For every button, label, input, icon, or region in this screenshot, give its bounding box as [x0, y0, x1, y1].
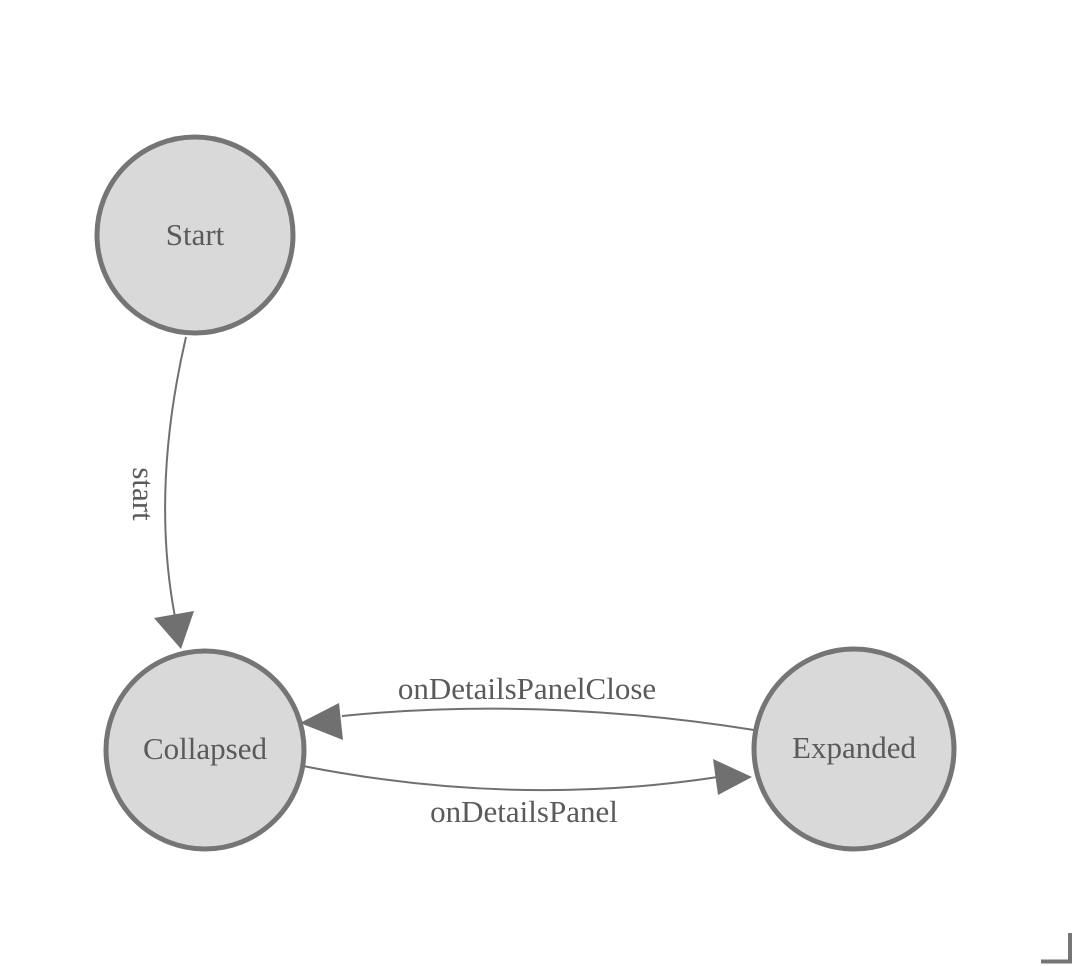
edge-label-start: start [126, 467, 161, 521]
arrowhead-icon [300, 703, 343, 740]
canvas-corner-mark [1041, 933, 1072, 964]
edge-label-on-details-panel: onDetailsPanel [430, 794, 618, 829]
edge-line [302, 765, 719, 792]
node-label-collapsed: Collapsed [143, 731, 267, 766]
node-circle[interactable] [751, 646, 957, 852]
arrowhead-icon [154, 611, 194, 649]
edge-start-to-collapsed: start [126, 336, 194, 649]
node-label-start: Start [166, 217, 225, 252]
node-expanded[interactable]: Expanded [751, 646, 957, 852]
node-start[interactable]: Start [94, 134, 296, 336]
edge-label-on-details-panel-close: onDetailsPanelClose [398, 671, 656, 706]
node-circle[interactable] [103, 648, 307, 852]
node-circle[interactable] [94, 134, 296, 336]
edge-expanded-to-collapsed: onDetailsPanelClose [300, 671, 755, 740]
node-collapsed[interactable]: Collapsed [103, 648, 307, 852]
arrowhead-icon [713, 759, 752, 795]
edge-line [164, 336, 187, 623]
edge-line [341, 707, 755, 731]
edge-collapsed-to-expanded: onDetailsPanel [302, 759, 752, 829]
node-label-expanded: Expanded [792, 730, 916, 765]
